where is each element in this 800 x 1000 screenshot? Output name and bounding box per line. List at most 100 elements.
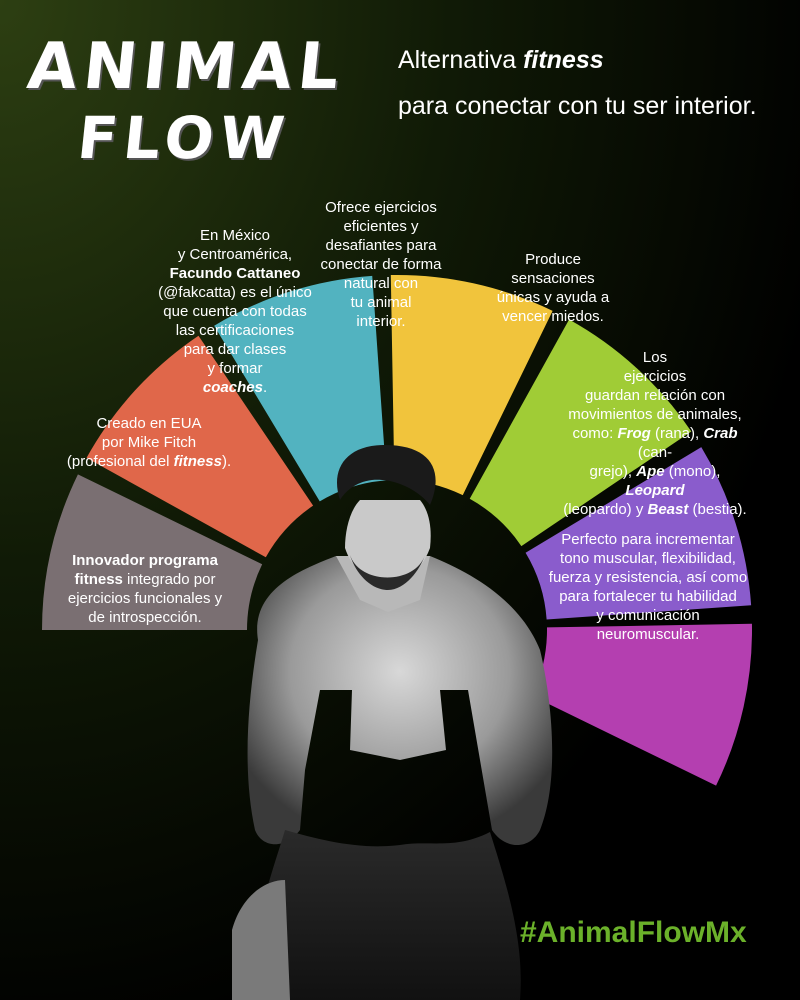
segment-text-run: fuerza y resistencia, así como <box>548 569 748 586</box>
segment-line: Creado en EUA <box>44 414 254 433</box>
segment-text-run: tono muscular, flexibilidad, <box>560 550 736 567</box>
segment-line: sensaciones <box>478 269 628 288</box>
segment-text-run: Perfecto para incrementar <box>561 531 735 548</box>
segment-text-run: (@fakcatta) es el único <box>158 284 312 301</box>
segment-line: fitness integrado por <box>40 570 250 589</box>
segment-text-run: como: <box>572 425 618 442</box>
segment-text-run: (can- <box>637 444 673 461</box>
segment-text-run: integrado por <box>122 571 216 588</box>
segment-line: coaches. <box>140 378 330 397</box>
segment-line: para fortalecer tu habilidad <box>538 587 758 606</box>
segment-line: tono muscular, flexibilidad, <box>538 549 758 568</box>
segment-text-run: (bestia). <box>688 501 747 518</box>
segment-line: (leopardo) y Beast (bestia). <box>560 500 750 519</box>
segment-text-run: de introspección. <box>88 609 202 626</box>
segment-text-run: ejercicios funcionales y <box>67 590 223 607</box>
segment-text-run: para fortalecer tu habilidad <box>559 588 737 605</box>
segment-line: (profesional del fitness). <box>44 452 254 471</box>
segment-line: natural con <box>306 274 456 293</box>
segment-text-run: Ofrece ejercicios <box>325 199 437 216</box>
segment-line: eficientes y <box>306 217 456 236</box>
segment-orange <box>86 335 314 558</box>
segment-line: Facundo Cattaneo <box>140 264 330 283</box>
segment-text-run: (mono), <box>664 463 721 480</box>
segment-line: que cuenta con todas <box>140 302 330 321</box>
segment-green <box>469 319 692 547</box>
segment-text-run: natural con <box>343 275 419 292</box>
segment-text-run: tu animal <box>350 294 412 311</box>
segment-line: ejercicios funcionales y <box>40 589 250 608</box>
segment-text-run: Beast <box>647 501 689 518</box>
segment-line: (@fakcatta) es el único <box>140 283 330 302</box>
segment-text-run: . <box>262 379 268 396</box>
segment-line: únicas y ayuda a <box>478 288 628 307</box>
segment-line: Los <box>560 348 750 367</box>
segment-line: como: Frog (rana), Crab (can- <box>560 424 750 462</box>
segment-text-run: interior. <box>356 313 406 330</box>
athlete-photo <box>232 445 553 1000</box>
tagline-line-1: Alternativa fitness <box>398 46 604 75</box>
segment-text-run: que cuenta con todas <box>163 303 307 320</box>
segment-line: las certificaciones <box>140 321 330 340</box>
segment-text-run: movimientos de animales, <box>568 406 742 423</box>
segment-magenta <box>531 623 752 786</box>
segment-line: En México <box>140 226 330 245</box>
segment-text-run: En México <box>199 227 271 244</box>
segment-line: vencer miedos. <box>478 307 628 326</box>
segment-taupe <box>42 474 263 630</box>
segment-text-run: (rana), <box>650 425 704 442</box>
segment-text-run: vencer miedos. <box>502 308 604 325</box>
segment-text-run: neuromuscular. <box>596 626 700 643</box>
segment-text-run: Facundo Cattaneo <box>169 265 301 282</box>
segment-text-run: y comunicación <box>596 607 700 624</box>
segment-text-run: ). <box>221 453 232 470</box>
segment-text-run: guardan relación con <box>584 387 726 404</box>
segment-text-run: Innovador programa <box>72 552 218 569</box>
segment-text-run: para dar clases <box>183 341 287 358</box>
segment-line: tu animal <box>306 293 456 312</box>
segment-text-run: Frog <box>617 425 651 442</box>
segment-text-run: conectar de forma <box>320 256 442 273</box>
segment-text-run: únicas y ayuda a <box>496 289 610 306</box>
segment-text-run: grejo), <box>589 463 637 480</box>
segment-line: de introspección. <box>40 608 250 627</box>
segment-yellow-text: Ofrece ejercicios eficientes y desafiantes… <box>306 198 456 331</box>
segment-line: y comunicación <box>538 606 758 625</box>
segment-text-run: por Mike Fitch <box>101 434 197 451</box>
segment-line: Produce <box>478 250 628 269</box>
segment-text-run: desafiantes para <box>325 237 437 254</box>
segment-text-run: eficientes y <box>343 218 419 235</box>
tagline-emphasis: fitness <box>523 46 604 74</box>
segment-line: guardan relación con <box>560 386 750 405</box>
segment-purple <box>525 447 752 620</box>
segment-orange-text: Creado en EUA por Mike Fitch(profesional … <box>44 414 254 471</box>
segment-line: por Mike Fitch <box>44 433 254 452</box>
segment-line: neuromuscular. <box>538 625 758 644</box>
segment-text-run: coaches <box>202 379 263 396</box>
segment-line: conectar de forma <box>306 255 456 274</box>
segment-yellow <box>390 275 553 496</box>
segment-line: Innovador programa <box>40 551 250 570</box>
segment-text-run: Ape <box>636 463 665 480</box>
segment-line: para dar clases <box>140 340 330 359</box>
segment-line: movimientos de animales, <box>560 405 750 424</box>
segment-line: fuerza y resistencia, así como <box>538 568 758 587</box>
segment-text-run: fitness <box>173 453 222 470</box>
segment-text-run: Crab <box>703 425 738 442</box>
segment-text-run: sensaciones <box>511 270 595 287</box>
segment-text-run: Creado en EUA <box>96 415 202 432</box>
hashtag: #AnimalFlowMx <box>520 916 747 949</box>
segment-text-run: fitness <box>74 571 123 588</box>
segment-line: desafiantes para <box>306 236 456 255</box>
segment-text-run: (leopardo) y <box>563 501 648 518</box>
segment-text-run: Leopard <box>625 482 685 499</box>
segment-line: Perfecto para incrementar <box>538 530 758 549</box>
segment-text-run: y formar <box>207 360 263 377</box>
segment-line: grejo), Ape (mono), Leopard <box>560 462 750 500</box>
segment-text-run: ejercicios <box>623 368 687 385</box>
